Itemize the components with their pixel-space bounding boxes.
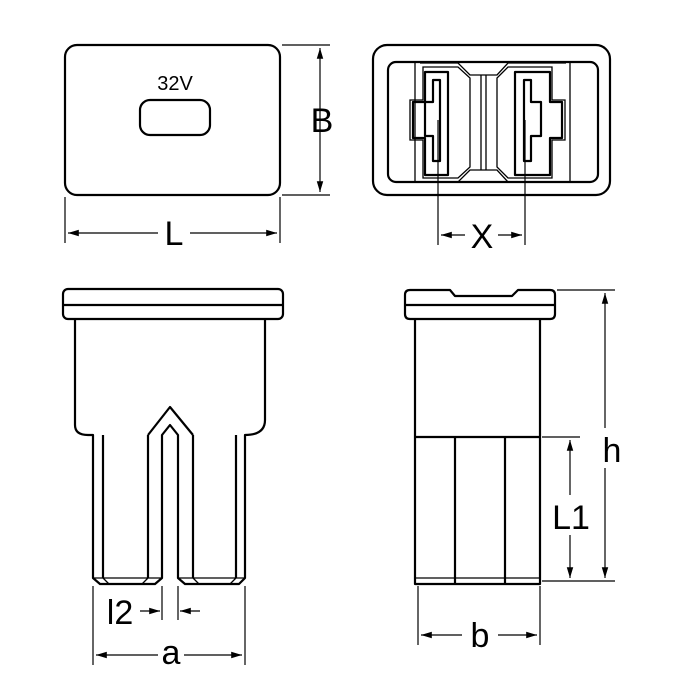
dimension-l-label: L xyxy=(165,215,184,253)
dimension-b-label: B xyxy=(311,102,334,140)
top-view: 32V B L xyxy=(63,43,334,253)
front-view: l2 a xyxy=(61,287,285,672)
side-view: h L1 b xyxy=(403,288,622,655)
rating-window xyxy=(138,98,212,137)
dimension-l1-label: L1 xyxy=(552,499,590,537)
dimension-x-label: X xyxy=(471,218,494,256)
dimension-l2-label: l2 xyxy=(107,594,133,632)
terminal-view: X xyxy=(371,43,612,256)
voltage-marking: 32V xyxy=(157,73,193,95)
dimension-h-label: h xyxy=(603,432,622,470)
dimension-b-small-label: b xyxy=(471,617,490,655)
dimension-a-label: a xyxy=(162,634,181,672)
